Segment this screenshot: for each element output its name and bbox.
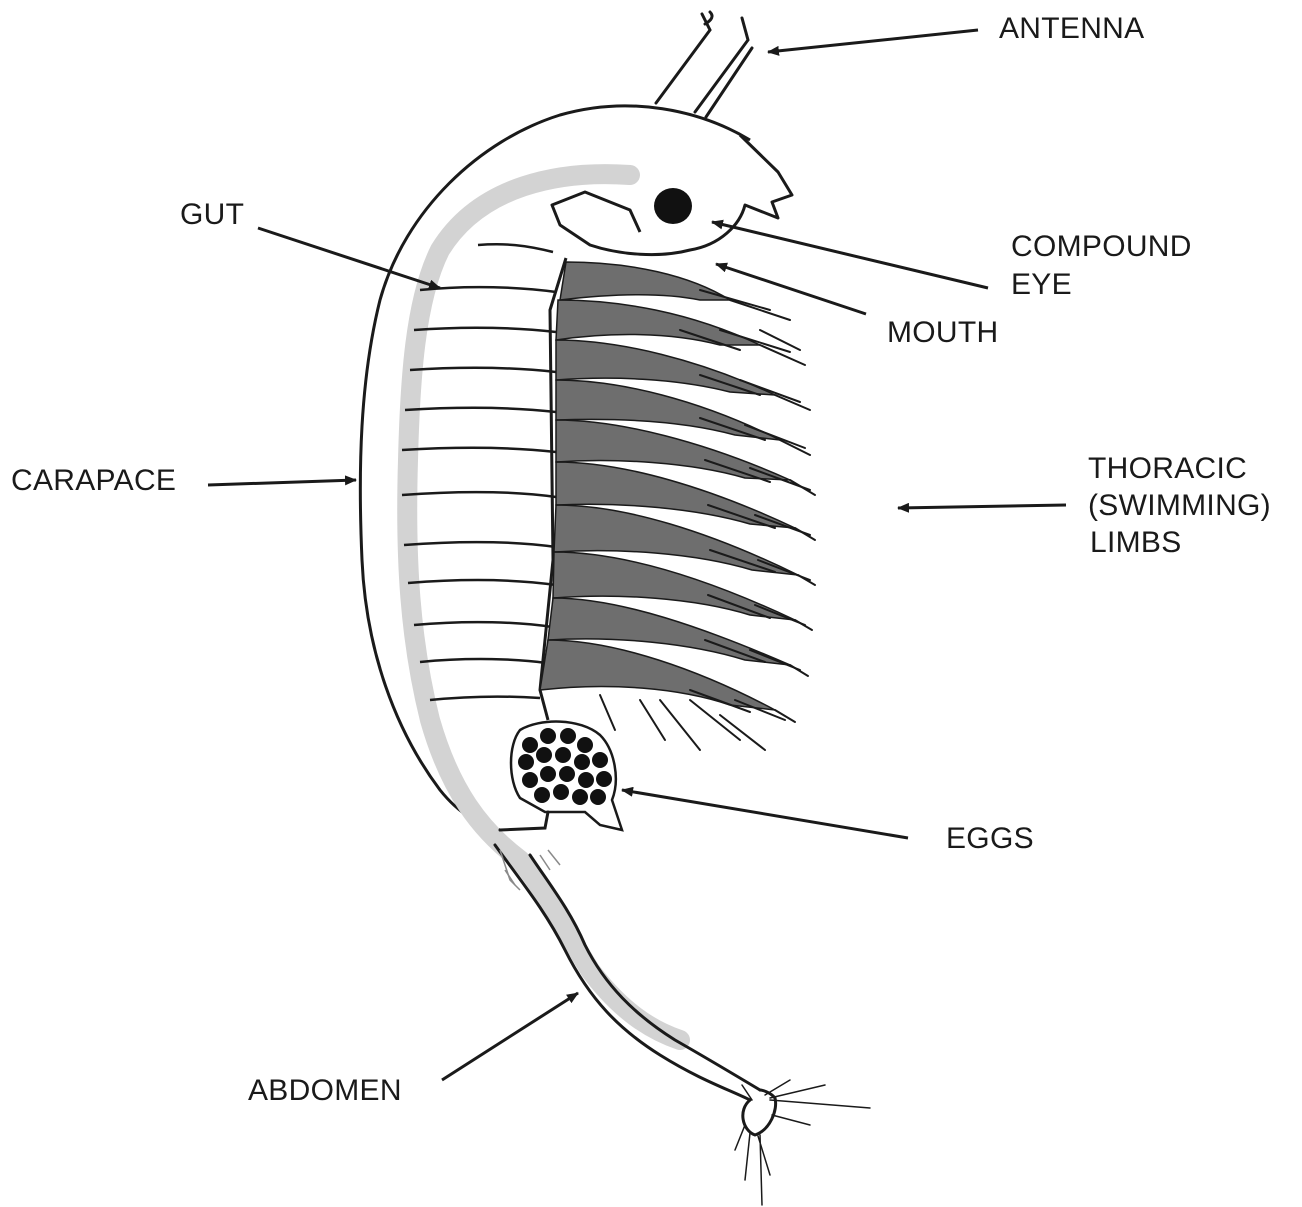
eggs-arrow bbox=[622, 790, 908, 838]
label-eggs: EGGS bbox=[946, 820, 1034, 858]
gut-shape bbox=[407, 174, 680, 1040]
label-antenna: ANTENNA bbox=[999, 10, 1144, 48]
label-abdomen: ABDOMEN bbox=[248, 1072, 402, 1110]
label-compound-eye-line1: COMPOUND bbox=[1011, 228, 1192, 266]
label-thoracic-line3: LIMBS bbox=[1090, 524, 1182, 562]
gut-arrow bbox=[258, 228, 440, 288]
label-thoracic-line1: THORACIC bbox=[1088, 450, 1247, 488]
mouth-arrow bbox=[716, 264, 866, 314]
thoracic-limbs-arrow bbox=[898, 505, 1066, 508]
label-carapace: CARAPACE bbox=[11, 462, 176, 500]
abdomen-arrow bbox=[442, 993, 578, 1080]
thoracic-limbs-shape bbox=[540, 262, 815, 750]
label-gut: GUT bbox=[180, 196, 244, 234]
antenna-shape bbox=[656, 12, 752, 117]
telson-bristles bbox=[735, 1080, 870, 1205]
label-mouth: MOUTH bbox=[887, 314, 998, 352]
label-compound-eye-line2: EYE bbox=[1011, 266, 1072, 304]
compound-eye-shape bbox=[654, 188, 692, 224]
carapace-arrow bbox=[208, 480, 356, 485]
compound-eye-arrow bbox=[712, 222, 988, 288]
antenna-arrow bbox=[768, 30, 978, 52]
label-thoracic-line2: (SWIMMING) bbox=[1088, 487, 1271, 525]
egg-sac-shape bbox=[511, 722, 622, 830]
abdomen-shape bbox=[495, 812, 776, 1135]
